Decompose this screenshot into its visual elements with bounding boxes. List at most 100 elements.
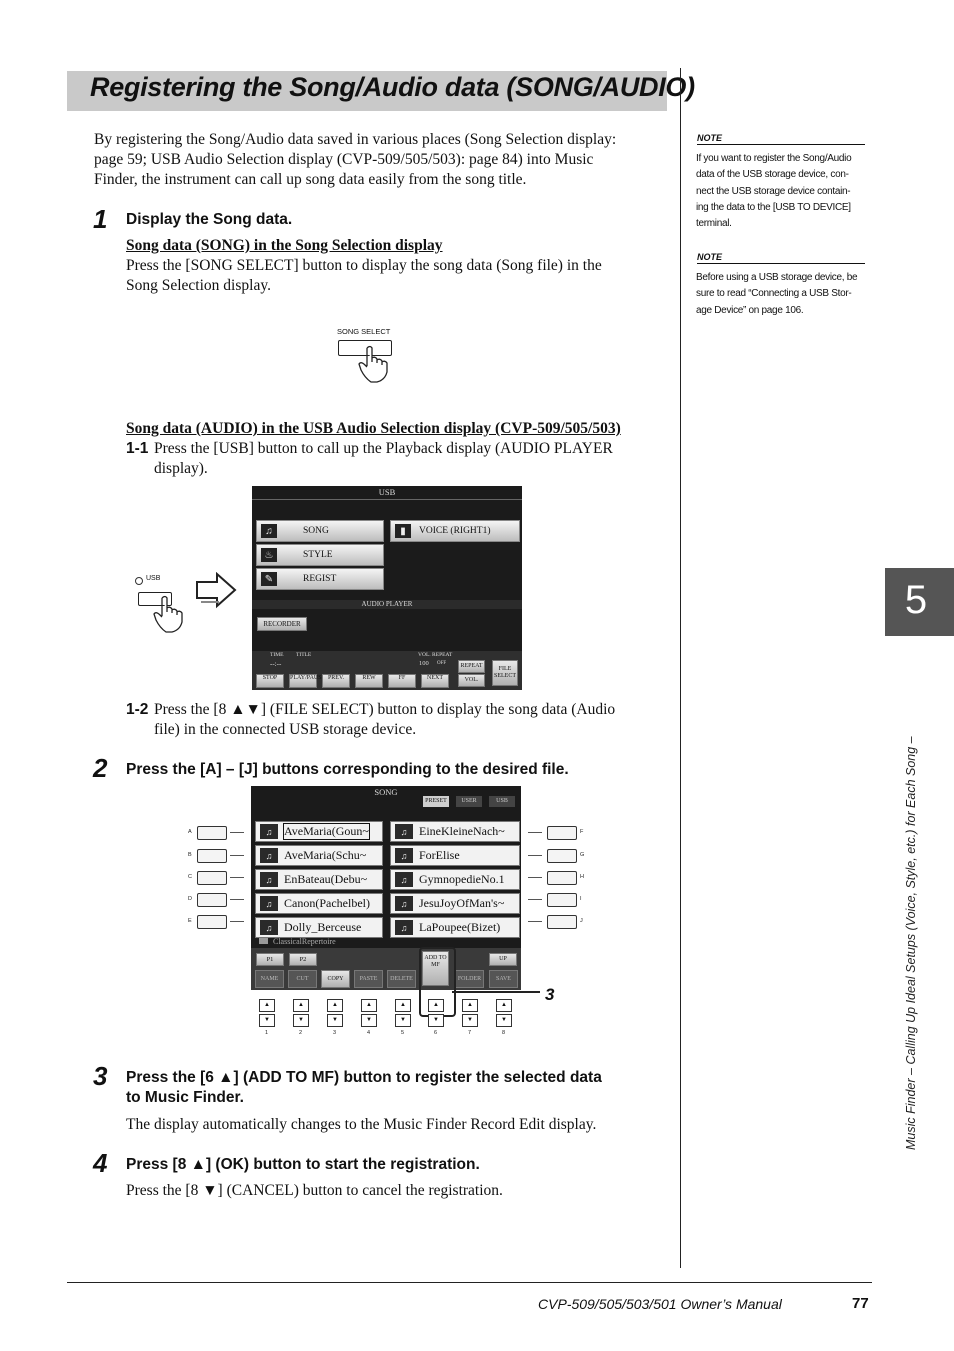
song-file-a[interactable]: ♫AveMaria(Goun~ (255, 821, 383, 842)
arrow-right-icon (196, 572, 237, 609)
button-5-up[interactable]: ▲ (395, 999, 411, 1012)
button-letter: I (580, 896, 582, 902)
song-file-b[interactable]: ♫AveMaria(Schu~ (255, 845, 383, 866)
button-number: 3 (333, 1030, 337, 1036)
song-file-name: Dolly_Berceuse (284, 920, 362, 934)
button-3-down[interactable]: ▼ (327, 1014, 343, 1027)
usb-screen: USB ♫SONG ♨STYLE ✎REGIST ▮VOICE (RIGHT1)… (252, 486, 522, 690)
vol-repeat-label: VOL. REPEAT (418, 652, 453, 658)
song-file-name: JesuJoyOfMan's~ (419, 896, 505, 910)
song-file-g[interactable]: ♫ForElise (390, 845, 520, 866)
button-a[interactable] (197, 826, 227, 840)
text-line: data of the USB storage device, con- (696, 169, 849, 181)
footer-manual-name: CVP-509/505/503/501 Owner’s Manual (538, 1296, 782, 1312)
button-b[interactable] (197, 849, 227, 863)
song-file-j[interactable]: ♫LaPoupee(Bizet) (390, 917, 520, 938)
button-2-down[interactable]: ▼ (293, 1014, 309, 1027)
intro-paragraph: By registering the Song/Audio data saved… (94, 130, 664, 190)
title-label: TITLE (296, 652, 312, 658)
save-button[interactable]: SAVE (489, 970, 518, 988)
button-6-down[interactable]: ▼ (428, 1014, 444, 1027)
button-4-down[interactable]: ▼ (361, 1014, 377, 1027)
tab-usb[interactable]: USB (489, 796, 515, 807)
button-c[interactable] (197, 871, 227, 885)
button-letter: E (188, 918, 192, 924)
copy-button[interactable]: COPY (321, 970, 350, 988)
song-file-e[interactable]: ♫Dolly_Berceuse (255, 917, 383, 938)
name-button[interactable]: NAME (255, 970, 284, 988)
hand-pointer-icon (358, 345, 388, 383)
button-1-down[interactable]: ▼ (259, 1014, 275, 1027)
song-file-i[interactable]: ♫JesuJoyOfMan's~ (390, 893, 520, 914)
tab-user[interactable]: USER (456, 796, 482, 807)
song-file-d[interactable]: ♫Canon(Pachelbel) (255, 893, 383, 914)
ff-button[interactable]: FF (388, 674, 416, 688)
callout-number: 3 (545, 985, 555, 1004)
usb-style-button[interactable]: ♨STYLE (256, 544, 384, 566)
song-select-button[interactable] (338, 340, 392, 356)
next-button[interactable]: NEXT (421, 674, 449, 688)
cut-button[interactable]: CUT (288, 970, 317, 988)
button-4-up[interactable]: ▲ (361, 999, 377, 1012)
usb-voice-button[interactable]: ▮VOICE (RIGHT1) (390, 520, 520, 542)
vol-button[interactable]: VOL. (458, 674, 485, 687)
screen-header: USB (378, 487, 396, 497)
tab-preset[interactable]: PRESET (423, 796, 449, 807)
recorder-button[interactable]: RECORDER (257, 617, 307, 631)
stop-button[interactable]: STOP (256, 674, 284, 688)
instruction-text: The display automatically changes to the… (126, 1116, 597, 1133)
button-h[interactable] (547, 871, 577, 885)
button-i[interactable] (547, 893, 577, 907)
song-file-f[interactable]: ♫EineKleineNach~ (390, 821, 520, 842)
rew-button[interactable]: REW (355, 674, 383, 688)
button-6-up[interactable]: ▲ (428, 999, 444, 1012)
song-file-h[interactable]: ♫GymnopedieNo.1 (390, 869, 520, 890)
step-number: 3 (93, 1061, 108, 1091)
button-number: 4 (367, 1030, 371, 1036)
button-5-down[interactable]: ▼ (395, 1014, 411, 1027)
up-button[interactable]: UP (489, 953, 517, 966)
step-title: Press the [6 ▲] (ADD TO MF) button to re… (126, 1068, 671, 1108)
song-file-name: LaPoupee(Bizet) (419, 920, 501, 934)
repeat-button[interactable]: REPEAT (458, 660, 485, 673)
button-g[interactable] (547, 849, 577, 863)
file-select-button[interactable]: FILE SELECT (492, 660, 518, 686)
add-to-mf-button[interactable]: ADD TO MF (422, 951, 449, 986)
chapter-tab (885, 568, 954, 636)
instruction-text: Press the [USB] button to call up the Pl… (154, 439, 664, 479)
button-7-up[interactable]: ▲ (462, 999, 478, 1012)
time-label: TIME (270, 652, 284, 658)
button-j[interactable] (547, 915, 577, 929)
page-p2-button[interactable]: P2 (289, 953, 317, 966)
button-2-up[interactable]: ▲ (293, 999, 309, 1012)
note-text: If you want to register the Song/Audio d… (696, 151, 868, 232)
paste-button[interactable]: PASTE (354, 970, 383, 988)
button-f[interactable] (547, 826, 577, 840)
button-8-down[interactable]: ▼ (496, 1014, 512, 1027)
folder-button[interactable]: FOLDER (455, 970, 484, 988)
play-pause-button[interactable]: PLAY/PAUSE (289, 674, 325, 688)
button-8-up[interactable]: ▲ (496, 999, 512, 1012)
step-title: Press [8 ▲] (OK) button to start the reg… (126, 1156, 480, 1173)
song-file-icon: ♫ (260, 848, 278, 863)
time-value: --:-- (270, 660, 282, 668)
instruction-text: Press the [8 ▼] (CANCEL) button to cance… (126, 1182, 503, 1199)
music-note-icon: ♫ (261, 524, 277, 538)
delete-button[interactable]: DELETE (387, 970, 416, 988)
usb-song-button[interactable]: ♫SONG (256, 520, 384, 542)
usb-button[interactable] (138, 592, 172, 606)
intro-line: page 59; USB Audio Selection display (CV… (94, 151, 594, 168)
subheading: Song data (AUDIO) in the USB Audio Selec… (126, 420, 621, 437)
button-3-up[interactable]: ▲ (327, 999, 343, 1012)
song-file-name: GymnopedieNo.1 (419, 872, 505, 886)
song-file-c[interactable]: ♫EnBateau(Debu~ (255, 869, 383, 890)
step-number: 1 (93, 204, 108, 234)
button-1-up[interactable]: ▲ (259, 999, 275, 1012)
usb-regist-button[interactable]: ✎REGIST (256, 568, 384, 590)
button-7-down[interactable]: ▼ (462, 1014, 478, 1027)
prev-button[interactable]: PREV. (322, 674, 350, 688)
button-e[interactable] (197, 915, 227, 929)
page-p1-button[interactable]: P1 (256, 953, 284, 966)
button-d[interactable] (197, 893, 227, 907)
note-heading: NOTE (697, 252, 865, 264)
